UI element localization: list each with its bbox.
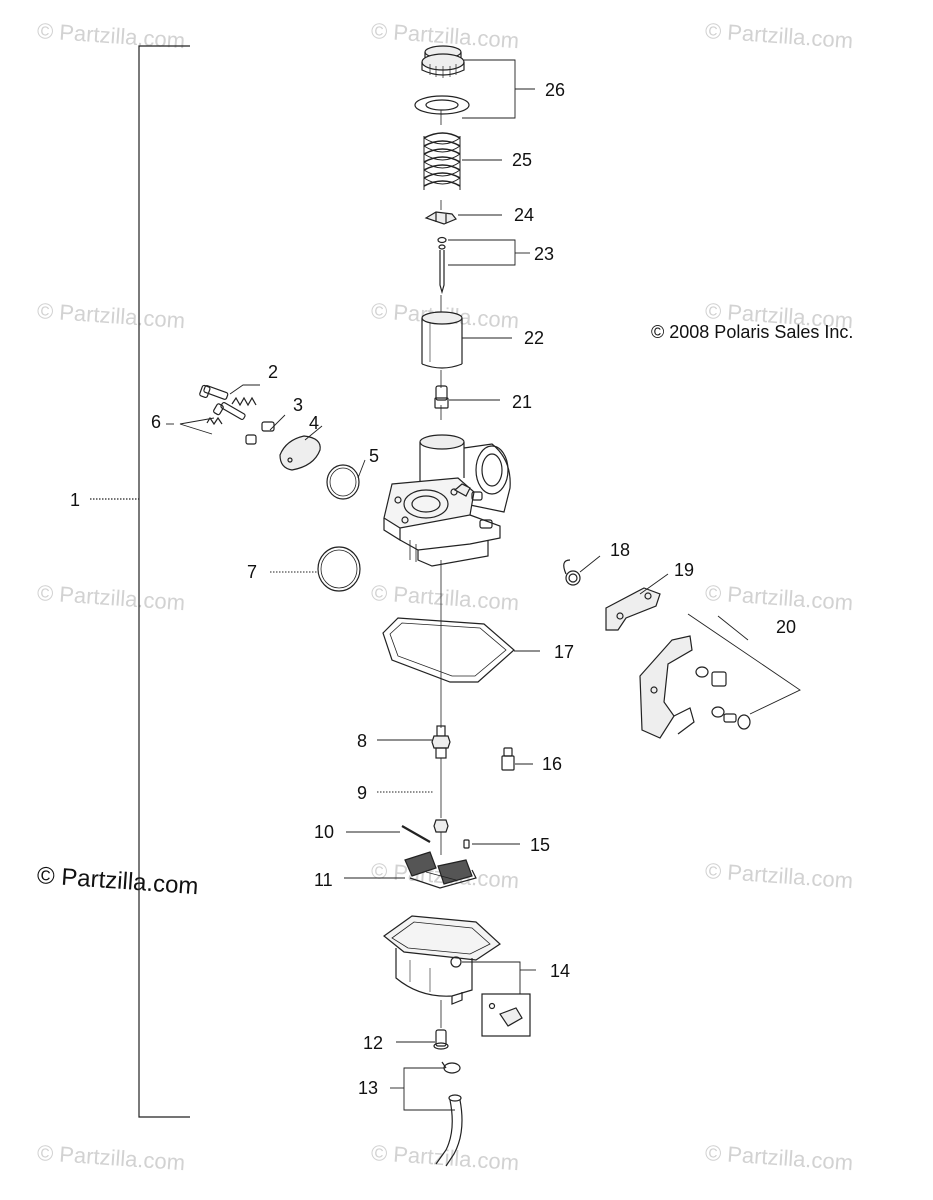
- callout-8: 8: [357, 731, 367, 751]
- part-air-screw: [206, 402, 246, 426]
- callout-5: 5: [369, 446, 379, 466]
- part-float-valve: [463, 839, 470, 849]
- callout-15: 15: [530, 835, 550, 855]
- callout-25: 25: [512, 150, 532, 170]
- part-carburetor-body: [383, 434, 511, 567]
- part-spring: [423, 132, 461, 190]
- callout-10: 10: [314, 822, 334, 842]
- part-main-jet: [433, 819, 449, 833]
- assembly-bracket: [90, 45, 190, 1118]
- leader-lines: [166, 59, 801, 1111]
- part-o-ring: [326, 464, 360, 500]
- callout-9: 9: [357, 783, 367, 803]
- part-pilot-jet: [501, 747, 515, 771]
- part-gasket-ring-inner: [320, 549, 358, 589]
- part-plug: [245, 421, 275, 445]
- callout-19: 19: [674, 560, 694, 580]
- part-float-pin: [401, 825, 431, 843]
- part-float-bowl: [383, 915, 501, 1005]
- part-needle: [437, 236, 447, 295]
- callout-21: 21: [512, 392, 532, 412]
- part-slide: [421, 311, 463, 369]
- part-main-jet-holder: [431, 725, 451, 759]
- callout-7: 7: [247, 562, 257, 582]
- part-bracket-bolt: [695, 666, 727, 687]
- callout-2: 2: [268, 362, 278, 382]
- callout-labels: 1 2 3 4 5 6 7 8 9 10 11 12 13 14 15 16 1…: [70, 80, 796, 1098]
- part-bowl-gasket: [382, 617, 515, 683]
- callout-18: 18: [610, 540, 630, 560]
- part-return-spring: [563, 559, 581, 586]
- callout-26: 26: [545, 80, 565, 100]
- part-pilot-screw: [199, 384, 257, 407]
- callout-1: 1: [70, 490, 80, 510]
- part-cover-plate: [279, 435, 321, 471]
- callout-3: 3: [293, 395, 303, 415]
- part-drain-screw: [481, 993, 531, 1037]
- callout-24: 24: [514, 205, 534, 225]
- part-washer: [414, 95, 470, 115]
- part-clip: [424, 211, 457, 225]
- callout-13: 13: [358, 1078, 378, 1098]
- part-o-ring-inner: [329, 467, 357, 497]
- callout-6: 6: [151, 412, 161, 432]
- part-cap: [421, 45, 465, 78]
- part-cable-bracket: [639, 635, 695, 739]
- part-gasket-ring: [317, 546, 361, 592]
- part-fitting: [433, 1029, 449, 1050]
- part-float: [404, 851, 477, 889]
- callout-4: 4: [309, 413, 319, 433]
- callout-12: 12: [363, 1033, 383, 1053]
- callout-14: 14: [550, 961, 570, 981]
- callout-11: 11: [314, 870, 333, 890]
- callout-22: 22: [524, 328, 544, 348]
- copyright-notice: © 2008 Polaris Sales Inc.: [651, 322, 854, 342]
- part-drain-hose: [435, 1061, 463, 1167]
- part-throttle-lever: [605, 587, 661, 631]
- part-needle-jet: [434, 385, 449, 409]
- callout-20: 20: [776, 617, 796, 637]
- callout-16: 16: [542, 754, 562, 774]
- part-bracket-bolt: [711, 706, 751, 730]
- callout-23: 23: [534, 244, 554, 264]
- callout-17: 17: [554, 642, 574, 662]
